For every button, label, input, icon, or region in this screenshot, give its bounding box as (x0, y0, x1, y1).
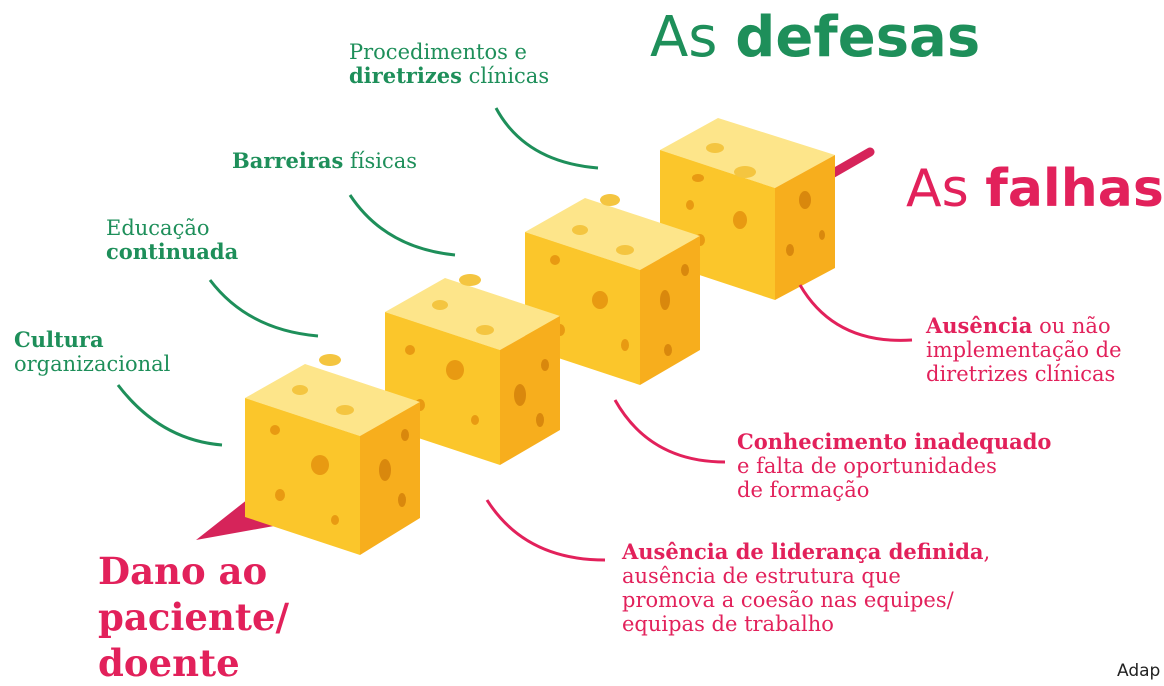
label-procedimentos: Procedimentos e diretrizes clínicas (349, 40, 550, 88)
dano-label: Dano ao paciente/ doente (98, 549, 290, 685)
label-educacao: Educação continuada (106, 216, 239, 264)
label-conhecimento: Conhecimento inadequado e falta de oport… (737, 429, 1052, 503)
connector-lideranca (485, 499, 606, 562)
connector-barreiras (348, 194, 456, 257)
connector-ausencia (798, 284, 913, 342)
label-ausencia-diretrizes: Ausência ou não implementação de diretri… (926, 313, 1122, 387)
defesas-connectors (116, 107, 599, 447)
label-cultura: Cultura organizacional (14, 327, 171, 377)
connector-conhecimento (613, 399, 726, 464)
defesas-title: As defesas (650, 5, 981, 70)
connector-procedimentos (494, 107, 599, 170)
connector-cultura (116, 384, 223, 447)
falhas-title: As falhas (906, 159, 1164, 219)
label-lideranca: Ausência de liderança definida, ausência… (622, 539, 991, 637)
falhas-connectors (485, 284, 913, 562)
credit-text: Adap (1117, 661, 1161, 681)
label-barreiras: Barreiras físicas (232, 148, 418, 174)
connector-educacao (208, 279, 319, 338)
cheese-block-1 (245, 354, 420, 555)
